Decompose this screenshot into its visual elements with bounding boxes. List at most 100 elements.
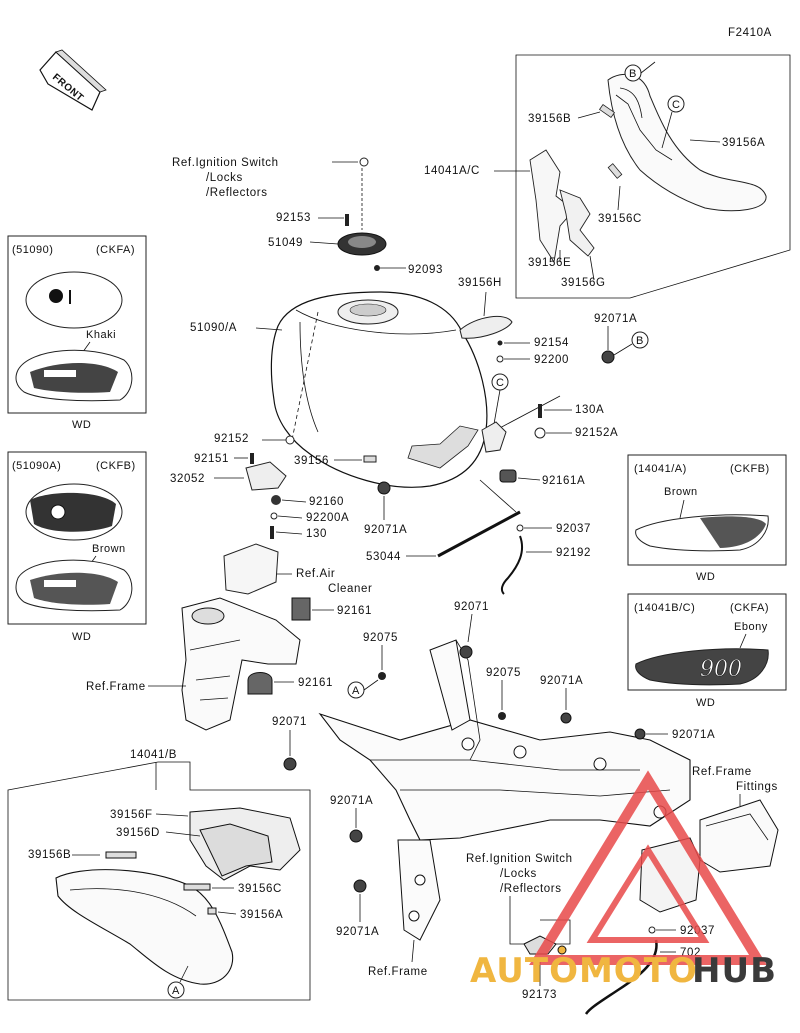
svg-text:B: B xyxy=(636,335,644,347)
part-39156e-label: 39156E xyxy=(528,257,571,269)
ref-air-cleaner-2: Cleaner xyxy=(328,583,372,595)
part-92192-label: 92192 xyxy=(556,547,591,559)
part-92071a-4-label: 92071A xyxy=(672,729,715,741)
inset-cover-brown-part: (14041/A) xyxy=(634,463,687,475)
inset-cover-brown-code: (CKFB) xyxy=(730,463,770,475)
front-arrow-icon: FRONT xyxy=(39,49,107,111)
frame-front-part xyxy=(181,597,301,731)
part-92154-label: 92154 xyxy=(534,337,569,349)
part-92200a-label: 92200A xyxy=(306,512,349,524)
fuel-tank-part xyxy=(270,291,488,488)
part-92037-1-label: 92037 xyxy=(556,523,591,535)
svg-text:C: C xyxy=(672,99,680,111)
callout-c-mid: C xyxy=(491,373,509,391)
svg-text:900: 900 xyxy=(700,657,742,682)
part-92093-label: 92093 xyxy=(408,264,443,276)
inset-khaki-code: (CKFA) xyxy=(96,244,135,256)
part-92075-2-label: 92075 xyxy=(486,667,521,679)
part-92173-label: 92173 xyxy=(522,989,557,1001)
part-92160-label: 92160 xyxy=(309,496,344,508)
svg-text:C: C xyxy=(496,377,504,389)
inset-brown-part: (51090A) xyxy=(12,460,61,472)
part-92071-2-label: 92071 xyxy=(272,716,307,728)
part-32052-label: 32052 xyxy=(170,473,205,485)
part-130a-label: 130A xyxy=(575,404,604,416)
part-92071a-3-label: 92071A xyxy=(540,675,583,687)
part-39156f-label: 39156F xyxy=(110,809,153,821)
part-14041b-label: 14041/B xyxy=(130,749,177,761)
side-cover-b-group-outline xyxy=(7,761,311,1001)
callout-b-mid: B xyxy=(631,331,649,349)
inset-cover-brown-color: Brown xyxy=(664,486,698,498)
part-39156d-label: 39156D xyxy=(116,827,160,839)
inset-cover-ebony-code: (CKFA) xyxy=(730,602,769,614)
ref-ignition-bottom-2: /Locks xyxy=(500,868,537,880)
part-39156b-bot-label: 39156B xyxy=(28,849,71,861)
part-92153-label: 92153 xyxy=(276,212,311,224)
part-53044-label: 53044 xyxy=(366,551,401,563)
part-39156a-top-label: 39156A xyxy=(722,137,765,149)
part-39156g-label: 39156G xyxy=(561,277,606,289)
ref-frame-left: Ref.Frame xyxy=(86,681,146,693)
inset-cover-brown-market: WD xyxy=(696,571,715,583)
svg-text:B: B xyxy=(629,68,637,80)
svg-text:A: A xyxy=(172,985,180,997)
side-cover-b-part xyxy=(55,869,234,985)
inset-brown-color: Brown xyxy=(92,543,126,555)
watermark-text-orange: AUTOMOTO xyxy=(470,951,698,991)
part-92161a-label: 92161A xyxy=(542,475,585,487)
part-51090a-label: 51090/A xyxy=(190,322,237,334)
inset-khaki-market: WD xyxy=(72,419,91,431)
part-39156a-bot-label: 39156A xyxy=(240,909,283,921)
inset-khaki-part: (51090) xyxy=(12,244,53,256)
side-cover-group-outline xyxy=(515,54,791,299)
part-14041ac-label: 14041A/C xyxy=(424,165,480,177)
watermark-text-dark: HUB xyxy=(692,951,777,991)
part-92161-2-label: 92161 xyxy=(298,677,333,689)
part-130-label: 130 xyxy=(306,528,327,540)
ref-ignition-top-2: /Locks xyxy=(206,172,243,184)
ref-frame-bottom: Ref.Frame xyxy=(368,966,428,978)
inset-cover-ebony-color: Ebony xyxy=(734,621,768,633)
inset-brown-code: (CKFB) xyxy=(96,460,136,472)
callout-b-top: B xyxy=(624,64,642,82)
ref-frame-fittings-2: Fittings xyxy=(736,781,778,793)
figure-code: F2410A xyxy=(728,27,772,39)
part-92071a-1-label: 92071A xyxy=(594,313,637,325)
part-92071a-2-label: 92071A xyxy=(364,524,407,536)
callout-a-bottom: A xyxy=(167,981,185,999)
ref-air-cleaner-1: Ref.Air xyxy=(296,568,335,580)
part-92161-1-label: 92161 xyxy=(337,605,372,617)
ref-ignition-top-1: Ref.Ignition Switch xyxy=(172,157,279,169)
part-92152a-label: 92152A xyxy=(575,427,618,439)
part-51049-label: 51049 xyxy=(268,237,303,249)
watermark-logo xyxy=(529,770,767,965)
frame-rear-part xyxy=(318,639,691,941)
ref-ignition-bottom-3: /Reflectors xyxy=(500,883,562,895)
part-92200-label: 92200 xyxy=(534,354,569,366)
svg-text:A: A xyxy=(352,685,360,697)
part-92071-1-label: 92071 xyxy=(454,601,489,613)
part-92071a-5-label: 92071A xyxy=(330,795,373,807)
part-39156h-label: 39156H xyxy=(458,277,502,289)
part-39156-label: 39156 xyxy=(294,455,329,467)
part-92151-label: 92151 xyxy=(194,453,229,465)
inset-khaki-color: Khaki xyxy=(86,329,116,341)
part-39156c-bot-label: 39156C xyxy=(238,883,282,895)
part-39156c-top-label: 39156C xyxy=(598,213,642,225)
part-92075-1-label: 92075 xyxy=(363,632,398,644)
ref-ignition-bottom-1: Ref.Ignition Switch xyxy=(466,853,573,865)
part-92071a-6-label: 92071A xyxy=(336,926,379,938)
side-cover-part xyxy=(607,73,767,212)
inset-cover-ebony-part: (14041B/C) xyxy=(634,602,695,614)
ref-frame-fittings-1: Ref.Frame xyxy=(692,766,752,778)
part-39156b-top-label: 39156B xyxy=(528,113,571,125)
callout-c-top: C xyxy=(667,95,685,113)
inset-brown-market: WD xyxy=(72,631,91,643)
part-92152-label: 92152 xyxy=(214,433,249,445)
inset-cover-ebony-market: WD xyxy=(696,697,715,709)
insulator-g-part xyxy=(559,189,595,257)
callout-a-mid: A xyxy=(347,681,365,699)
